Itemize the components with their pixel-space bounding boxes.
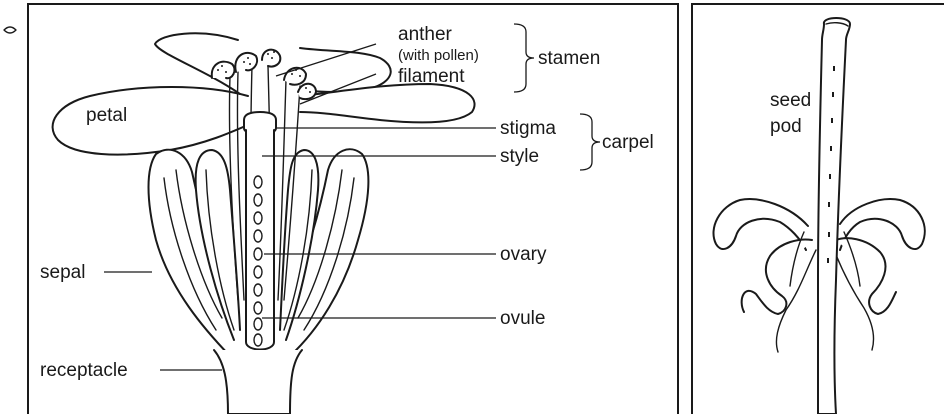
pod-label: pod <box>770 116 802 137</box>
seed-label: seed <box>770 90 811 111</box>
receptacle-shape <box>214 350 302 414</box>
petal-label: petal <box>86 105 127 126</box>
with-pollen-label: (with pollen) <box>398 47 479 64</box>
filament-label: filament <box>398 66 465 87</box>
style-ovary-shape <box>246 130 274 350</box>
anther-shape <box>235 53 257 72</box>
sepal-label: sepal <box>40 262 85 283</box>
stamen-label: stamen <box>538 48 600 69</box>
stigma-label: stigma <box>500 118 556 139</box>
ovule-label: ovule <box>500 308 545 329</box>
receptacle-label: receptacle <box>40 360 128 381</box>
carpel-label: carpel <box>602 132 654 153</box>
seed-pod-panel: seed pod <box>692 4 944 414</box>
anther-shape <box>298 84 316 99</box>
edge-mark-icon <box>4 27 16 33</box>
anther-label: anther <box>398 24 453 45</box>
flower-panel: anther (with pollen) filament stamen pet… <box>4 4 678 414</box>
style-label: style <box>500 146 539 167</box>
ovary-label: ovary <box>500 244 547 265</box>
anther-shape <box>212 62 235 79</box>
